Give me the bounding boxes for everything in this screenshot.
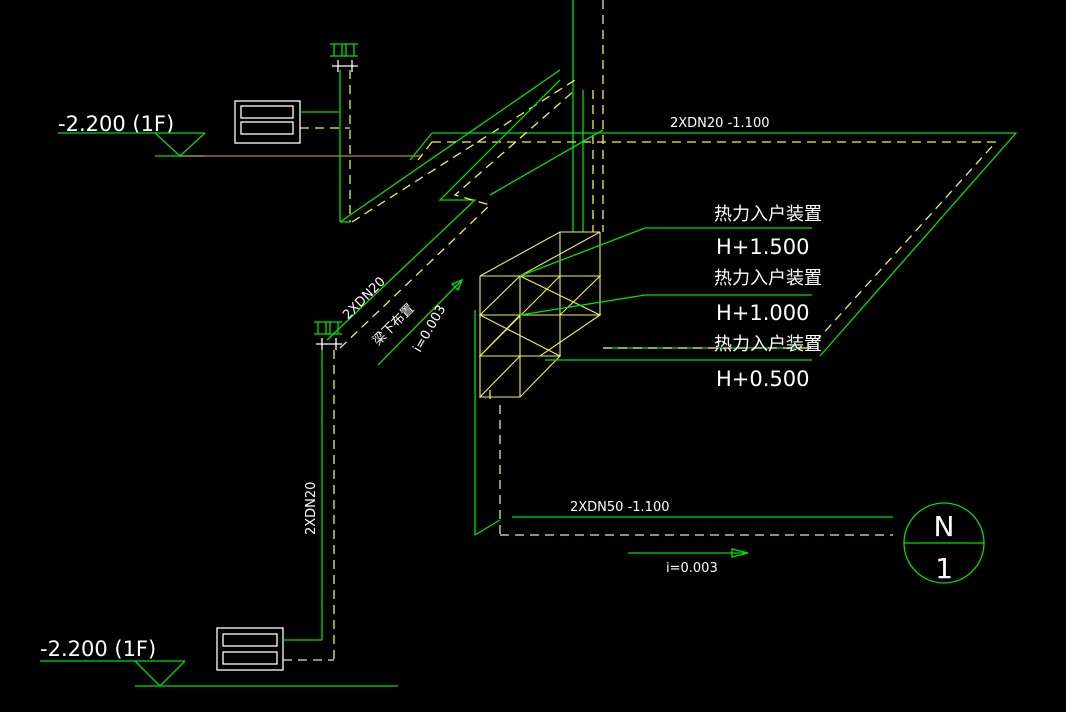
pipe-label-bottom-main: 2XDN50 -1.100 — [570, 500, 670, 515]
elevation-marker-bottom: -2.200 (1F) — [40, 637, 398, 687]
slope-label-bottom: i=0.003 — [666, 561, 718, 576]
north-index-symbol: N 1 — [903, 502, 985, 585]
radiator-bottom — [216, 627, 334, 671]
pipe-diagonal: 2XDN20 梁下布置 i=0.003 — [326, 79, 604, 366]
device-label-3: 热力入户装置 H+0.500 — [645, 334, 822, 391]
device-name-2: 热力入户装置 — [714, 268, 822, 289]
heat-entry-devices — [474, 227, 893, 536]
elevation-marker-top: -2.200 (1F) — [58, 112, 420, 157]
device-height-2: H+1.000 — [716, 301, 810, 325]
pipe-label-vertical: 2XDN20 — [304, 482, 319, 535]
device-height-3: H+0.500 — [716, 367, 810, 391]
slope-label-diagonal: i=0.003 — [410, 303, 449, 355]
north-number: 1 — [935, 552, 953, 585]
elevation-label-bottom: -2.200 (1F) — [40, 637, 156, 661]
elevation-label-top: -2.200 (1F) — [58, 112, 174, 136]
device-height-1: H+1.500 — [716, 235, 810, 259]
slope-arrow-diagonal — [377, 279, 463, 366]
beam-note: 梁下布置 — [370, 301, 417, 348]
device-name-3: 热力入户装置 — [714, 334, 822, 355]
pipe-label-top-main: 2XDN20 -1.100 — [670, 116, 770, 131]
radiator-top — [234, 100, 350, 144]
pipe-top-main: 2XDN20 -1.100 — [409, 116, 1018, 357]
device-label-1: 热力入户装置 H+1.500 — [645, 204, 822, 259]
device-name-1: 热力入户装置 — [714, 204, 822, 225]
valve-icon-bottom — [314, 321, 342, 350]
valve-icon-top — [330, 43, 358, 72]
device-label-2: 热力入户装置 H+1.000 — [645, 268, 822, 325]
north-letter: N — [934, 510, 955, 543]
pipe-label-diagonal: 2XDN20 — [340, 274, 388, 322]
